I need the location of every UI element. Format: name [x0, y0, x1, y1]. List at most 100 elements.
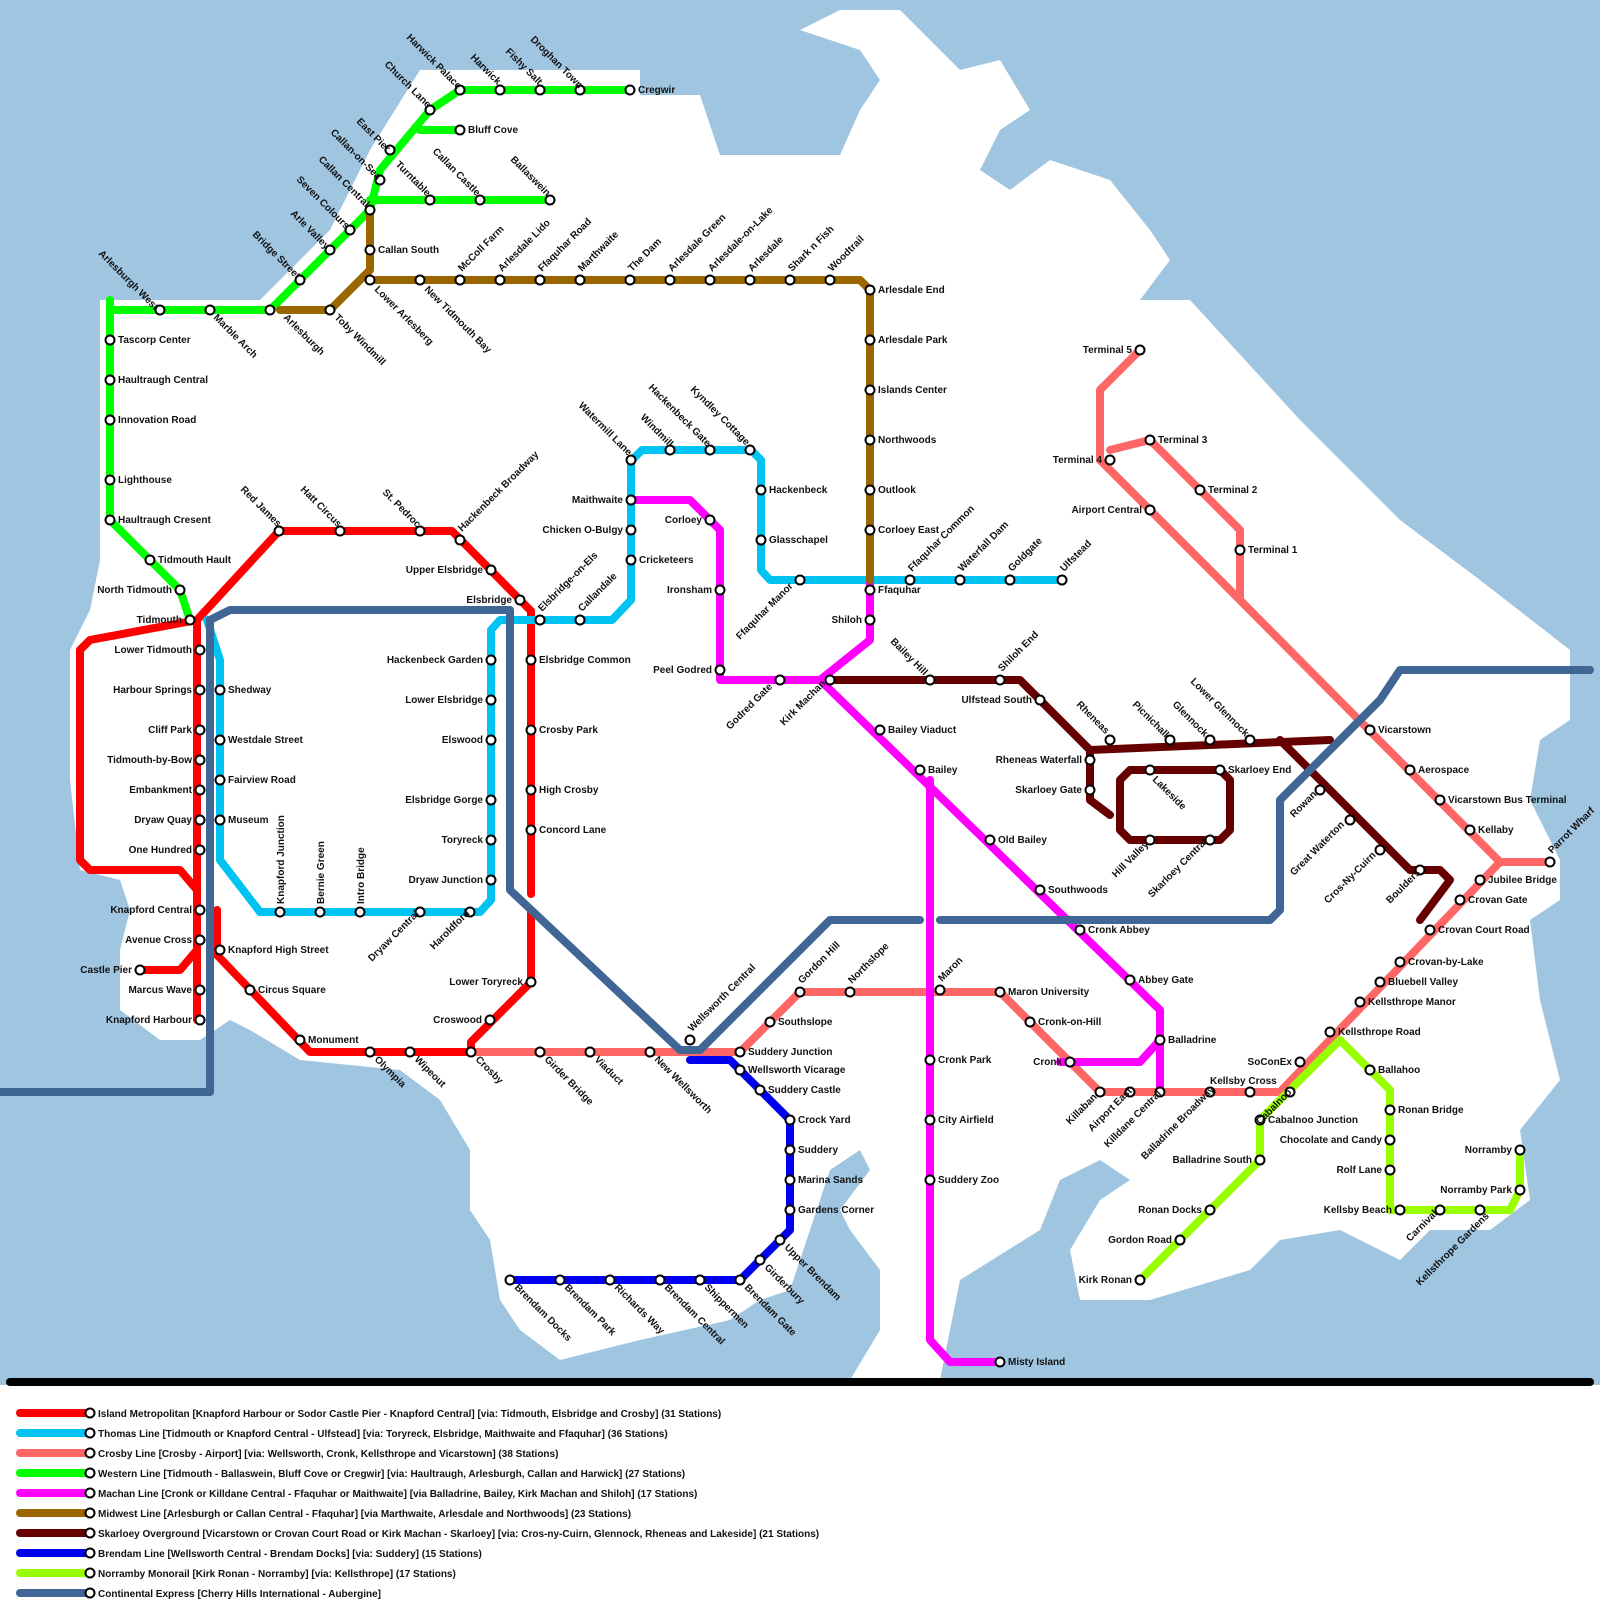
station-marker[interactable] [914, 764, 926, 776]
station-marker[interactable] [574, 614, 586, 626]
station-marker[interactable] [1344, 814, 1356, 826]
station-marker[interactable] [1204, 1086, 1216, 1098]
station-marker[interactable] [1414, 864, 1426, 876]
station-marker[interactable] [1464, 824, 1476, 836]
station-marker[interactable] [514, 594, 526, 606]
station-marker[interactable] [774, 1234, 786, 1246]
station-marker[interactable] [864, 614, 876, 626]
station-marker[interactable] [864, 484, 876, 496]
station-marker[interactable] [1234, 544, 1246, 556]
station-marker[interactable] [1374, 976, 1386, 988]
station-marker[interactable] [864, 524, 876, 536]
station-marker[interactable] [1474, 1204, 1486, 1216]
station-marker[interactable] [364, 204, 376, 216]
station-marker[interactable] [704, 514, 716, 526]
station-marker[interactable] [194, 644, 206, 656]
station-marker[interactable] [664, 274, 676, 286]
station-marker[interactable] [704, 444, 716, 456]
station-marker[interactable] [734, 1064, 746, 1076]
station-marker[interactable] [1204, 734, 1216, 746]
station-marker[interactable] [1514, 1184, 1526, 1196]
station-marker[interactable] [104, 334, 116, 346]
station-marker[interactable] [1104, 734, 1116, 746]
station-marker[interactable] [294, 1034, 306, 1046]
station-marker[interactable] [1204, 834, 1216, 846]
station-marker[interactable] [794, 986, 806, 998]
station-marker[interactable] [924, 1174, 936, 1186]
station-marker[interactable] [625, 554, 637, 566]
station-marker[interactable] [1144, 434, 1156, 446]
station-marker[interactable] [174, 584, 186, 596]
station-marker[interactable] [1144, 764, 1156, 776]
station-marker[interactable] [1164, 734, 1176, 746]
station-marker[interactable] [485, 834, 497, 846]
station-marker[interactable] [864, 384, 876, 396]
station-marker[interactable] [1404, 764, 1416, 776]
station-marker[interactable] [1034, 694, 1046, 706]
station-marker[interactable] [1394, 1204, 1406, 1216]
station-marker[interactable] [525, 654, 537, 666]
station-marker[interactable] [1124, 974, 1136, 986]
station-marker[interactable] [214, 814, 226, 826]
station-marker[interactable] [404, 1046, 416, 1058]
station-marker[interactable] [1354, 996, 1366, 1008]
station-marker[interactable] [1214, 764, 1226, 776]
station-marker[interactable] [1056, 574, 1068, 586]
station-marker[interactable] [625, 494, 637, 506]
station-marker[interactable] [824, 674, 836, 686]
station-marker[interactable] [924, 1054, 936, 1066]
station-marker[interactable] [485, 874, 497, 886]
station-marker[interactable] [154, 304, 166, 316]
station-marker[interactable] [414, 525, 426, 537]
station-marker[interactable] [214, 774, 226, 786]
station-marker[interactable] [204, 304, 216, 316]
station-marker[interactable] [625, 454, 637, 466]
station-marker[interactable] [1244, 734, 1256, 746]
station-marker[interactable] [734, 1046, 746, 1058]
station-marker[interactable] [144, 554, 156, 566]
station-marker[interactable] [273, 525, 285, 537]
station-marker[interactable] [1034, 884, 1046, 896]
station-marker[interactable] [485, 734, 497, 746]
station-marker[interactable] [554, 1274, 566, 1286]
station-marker[interactable] [1254, 1114, 1266, 1126]
station-marker[interactable] [1544, 856, 1556, 868]
station-marker[interactable] [1434, 1204, 1446, 1216]
station-marker[interactable] [1134, 1274, 1146, 1286]
station-marker[interactable] [244, 984, 256, 996]
station-marker[interactable] [474, 194, 486, 206]
station-marker[interactable] [104, 374, 116, 386]
station-marker[interactable] [1194, 484, 1206, 496]
station-marker[interactable] [864, 284, 876, 296]
station-marker[interactable] [484, 1014, 496, 1026]
station-marker[interactable] [1394, 956, 1406, 968]
station-marker[interactable] [1424, 924, 1436, 936]
station-marker[interactable] [294, 274, 306, 286]
station-marker[interactable] [214, 944, 226, 956]
station-marker[interactable] [824, 274, 836, 286]
station-marker[interactable] [194, 784, 206, 796]
station-marker[interactable] [1124, 1086, 1136, 1098]
station-marker[interactable] [1384, 1104, 1396, 1116]
station-marker[interactable] [784, 1174, 796, 1186]
station-marker[interactable] [194, 1014, 206, 1026]
station-marker[interactable] [734, 1274, 746, 1286]
station-marker[interactable] [424, 104, 436, 116]
station-marker[interactable] [485, 564, 497, 576]
station-marker[interactable] [364, 274, 376, 286]
station-marker[interactable] [374, 174, 386, 186]
station-marker[interactable] [1204, 1204, 1216, 1216]
station-marker[interactable] [1104, 454, 1116, 466]
station-marker[interactable] [324, 304, 336, 316]
station-marker[interactable] [1294, 1056, 1306, 1068]
station-marker[interactable] [654, 1274, 666, 1286]
station-marker[interactable] [744, 274, 756, 286]
station-marker[interactable] [864, 434, 876, 446]
station-marker[interactable] [1254, 1154, 1266, 1166]
station-marker[interactable] [624, 274, 636, 286]
station-marker[interactable] [784, 1144, 796, 1156]
station-marker[interactable] [904, 574, 916, 586]
station-marker[interactable] [755, 484, 767, 496]
station-marker[interactable] [874, 724, 886, 736]
station-marker[interactable] [464, 906, 476, 918]
